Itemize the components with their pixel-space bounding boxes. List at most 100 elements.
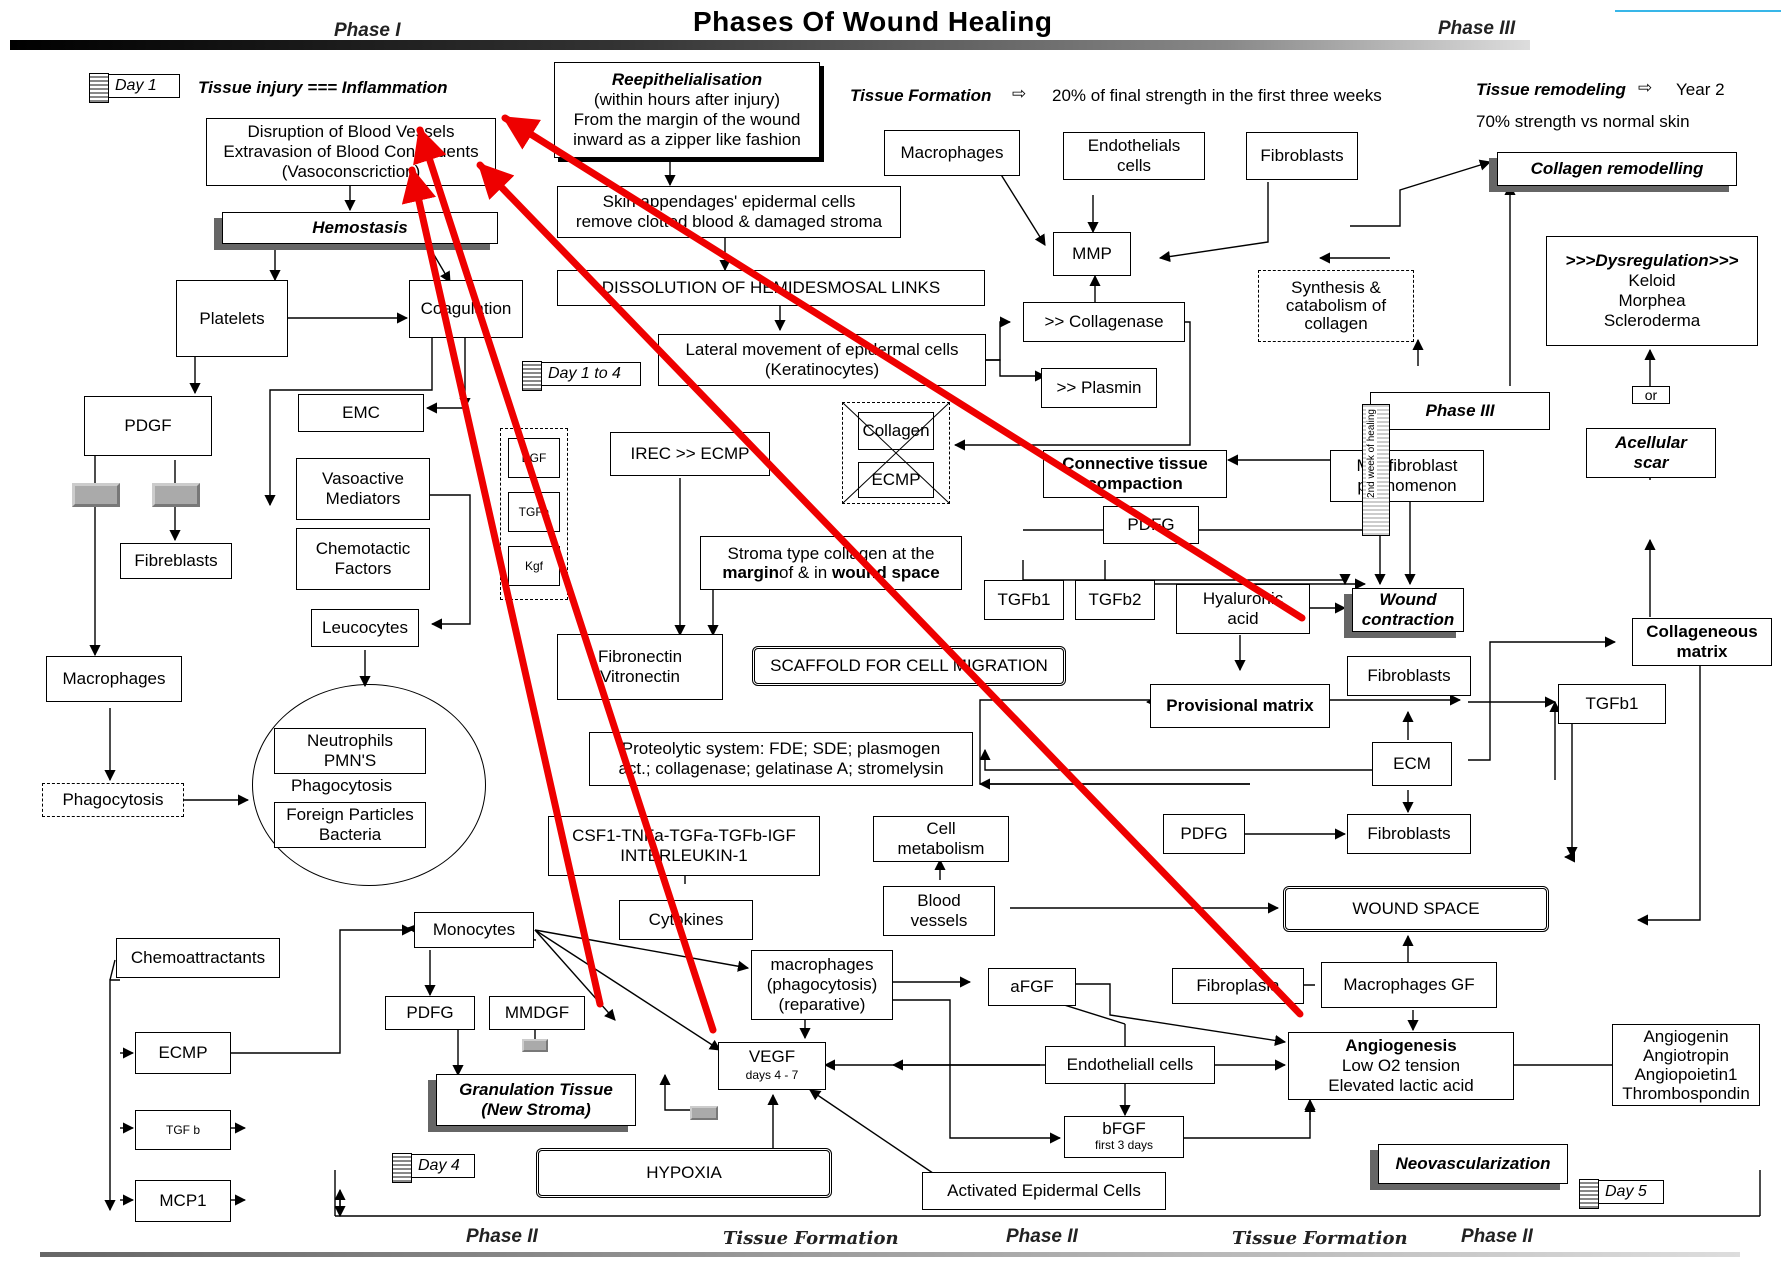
corner-tab	[1615, 0, 1781, 12]
red-arrow-4	[501, 114, 1306, 622]
leucocytes-box: Leucocytes	[311, 609, 419, 647]
angiogenesis-text: Low O2 tension Elevated lactic acid	[1328, 1056, 1474, 1095]
mmdgf-box: MMDGF	[489, 996, 585, 1030]
or-box: or	[1632, 386, 1670, 404]
phase-2-label-2: Phase II	[1006, 1226, 1078, 1247]
provisional-matrix-box: Provisional matrix	[1150, 684, 1330, 728]
wound-contraction-box: Wound contraction	[1352, 588, 1464, 632]
foreign-particles-box: Foreign Particles Bacteria	[274, 802, 426, 848]
day-1-badge: Day 1	[89, 73, 180, 103]
tissue-formation-bottom-1: Tissue Formation	[723, 1228, 899, 1249]
afgf-box: aFGF	[988, 968, 1076, 1006]
tissue-formation-text: 20% of final strength in the first three…	[1052, 86, 1382, 105]
tgfb-left-box: TGF b	[135, 1110, 231, 1150]
bfgf-box: bFGF first 3 days	[1064, 1116, 1184, 1158]
granulation-bar	[690, 1106, 718, 1120]
pdfg-mid-box: PDFG	[385, 996, 475, 1030]
hypoxia-box: HYPOXIA	[536, 1148, 832, 1198]
dysregulation-list: Keloid Morphea Scleroderma	[1603, 271, 1701, 330]
mcp1-box: MCP1	[135, 1180, 231, 1222]
day-5-badge: Day 5	[1579, 1179, 1664, 1209]
phase-1-label: Phase I	[334, 20, 401, 41]
phagocytosis-circle	[252, 684, 486, 886]
endothelials-box: Endothelials cells	[1063, 132, 1205, 180]
csf-interleukin-box: CSF1-TNFa-TGFa-TGFb-IGF INTERLEUKIN-1	[548, 816, 820, 876]
pdfg-low-box: PDFG	[1163, 814, 1245, 854]
pdgf-box: PDGF	[84, 396, 212, 456]
pdgf-bar-left	[72, 483, 120, 507]
emc-box: EMC	[298, 394, 424, 432]
vegf-box: VEGF days 4 - 7	[718, 1042, 826, 1090]
skin-appendages-box: Skin appendages' epidermal cells remove …	[557, 186, 901, 238]
dysregulation-title: >>>Dysregulation>>>	[1565, 251, 1739, 270]
tissue-remodeling-label: Tissue remodeling	[1476, 80, 1626, 99]
phase-3-label: Phase III	[1438, 18, 1516, 39]
endothelial-cells-box: Endotheliall cells	[1045, 1046, 1215, 1084]
reepithelialisation-text: (within hours after injury) From the mar…	[573, 90, 801, 149]
macrophages-gf-box: Macrophages GF	[1321, 962, 1497, 1008]
neutrophils-box: Neutrophils PMN'S	[274, 728, 426, 774]
stroma-text-line2: marginof & in wound space	[722, 563, 940, 582]
collagen-remodelling-box: Collagen remodelling	[1497, 152, 1737, 186]
fibroblasts-r1-box: Fibroblasts	[1347, 656, 1471, 696]
angiogenesis-title: Angiogenesis	[1345, 1036, 1457, 1055]
vegf-days: days 4 - 7	[745, 1068, 799, 1082]
diagram-title: Phases Of Wound Healing	[693, 6, 1053, 37]
monocytes-box: Monocytes	[414, 912, 534, 948]
ecm-box: ECM	[1372, 742, 1452, 786]
fibreblasts-box: Fibreblasts	[120, 543, 232, 579]
acellular-scar-box: Acellular scar	[1586, 428, 1716, 478]
reepithelialisation-box: Reepithelialisation (within hours after …	[554, 62, 820, 158]
angiogenin-list-box: Angiogenin Angiotropin Angiopoietin1 Thr…	[1612, 1024, 1760, 1106]
lateral-movement-box: Lateral movement of epidermal cells (Ker…	[658, 334, 986, 386]
tissue-formation-bottom-2: Tissue Formation	[1232, 1228, 1408, 1249]
tgfb1-a-box: TGFb1	[984, 580, 1064, 620]
tgfb2-box: TGFb2	[1075, 580, 1155, 620]
macrophages-reparative-box: macrophages (phagocytosis) (reparative)	[751, 950, 893, 1020]
macrophages-top-box: Macrophages	[884, 130, 1020, 176]
kgf-box: Kgf	[508, 546, 560, 586]
wound-space-box: WOUND SPACE	[1283, 886, 1549, 932]
ecmp-x-box: ECMP	[858, 462, 934, 498]
tissue-formation-arrow: ⇨	[1012, 84, 1027, 103]
platelets-box: Platelets	[176, 280, 288, 357]
granulation-box: Granulation Tissue (New Stroma)	[436, 1074, 636, 1126]
disruption-box: Disruption of Blood Vessels Extravasion …	[206, 118, 496, 186]
stroma-box: Stroma type collagen at the marginof & i…	[700, 536, 962, 590]
neovascularization-box: Neovascularization	[1378, 1144, 1568, 1184]
phagocytosis-circle-label: Phagocytosis	[291, 776, 393, 795]
tissue-formation-label: Tissue Formation	[850, 86, 992, 105]
chemoattractants-box: Chemoattractants	[116, 938, 280, 978]
bfgf-label: bFGF	[1102, 1119, 1146, 1138]
collagen-cross	[842, 402, 950, 504]
tissue-remodeling-year: Year 2	[1676, 80, 1725, 99]
proteolytic-box: Proteolytic system: FDE; SDE; plasmogen …	[589, 732, 973, 786]
reepithelialisation-title: Reepithelialisation	[611, 70, 763, 89]
red-arrow-3	[476, 161, 1304, 1018]
phagocytosis-box: Phagocytosis	[42, 783, 184, 817]
injury-label: Tissue injury === Inflammation	[198, 78, 448, 97]
blood-vessels-box: Blood vessels	[883, 886, 995, 936]
phase-3-box: Phase III	[1370, 392, 1550, 430]
vasoactive-box: Vasoactive Mediators	[296, 458, 430, 520]
synthesis-box: Synthesis & catabolism of collagen	[1258, 270, 1414, 342]
collagen-box: Collagen	[858, 412, 934, 450]
day-4-badge: Day 4	[392, 1153, 475, 1183]
bfgf-days: first 3 days	[1094, 1138, 1154, 1152]
vegf-label: VEGF	[748, 1047, 796, 1066]
red-arrow-2	[401, 166, 604, 1008]
macrophages-left-box: Macrophages	[46, 656, 182, 702]
phase-2-label-1: Phase II	[466, 1226, 538, 1247]
collageneous-matrix-box: Collageneous matrix	[1632, 618, 1772, 666]
ecmp-left-box: ECMP	[135, 1032, 231, 1074]
activated-epidermal-box: Activated Epidermal Cells	[922, 1172, 1166, 1210]
mmp-box: MMP	[1053, 232, 1131, 276]
dysregulation-box: >>>Dysregulation>>> Keloid Morphea Scler…	[1546, 236, 1758, 346]
tissue-remodeling-strength: 70% strength vs normal skin	[1476, 112, 1690, 131]
red-arrow-1	[413, 126, 717, 1034]
chemotactic-box: Chemotactic Factors	[296, 528, 430, 590]
collagenase-box: >> Collagenase	[1023, 302, 1185, 342]
angiogenesis-box: Angiogenesis Low O2 tension Elevated lac…	[1288, 1032, 1514, 1100]
